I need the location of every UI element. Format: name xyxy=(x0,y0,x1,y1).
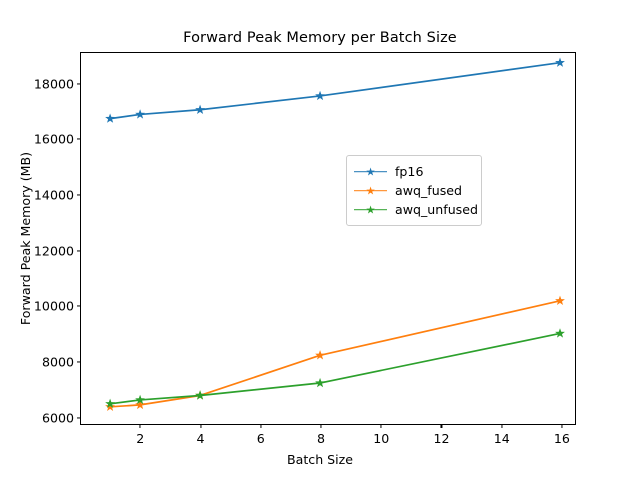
data-point-marker xyxy=(195,104,205,114)
chart-title: Forward Peak Memory per Batch Size xyxy=(183,30,457,46)
legend-line xyxy=(354,170,387,173)
legend-star-icon: ★ xyxy=(365,165,376,178)
legend-label: awq_fused xyxy=(395,183,463,198)
x-tick-label: 16 xyxy=(553,431,570,446)
y-tick-mark xyxy=(77,194,81,196)
y-tick-label: 10000 xyxy=(33,298,74,314)
y-tick-label: 18000 xyxy=(33,76,74,92)
legend-swatch: ★ xyxy=(354,184,387,198)
series-line xyxy=(109,61,561,120)
y-tick-label: 14000 xyxy=(33,187,74,203)
data-point-marker xyxy=(195,390,205,400)
data-point-marker xyxy=(105,398,116,408)
x-tick-label: 6 xyxy=(256,431,265,446)
series-line xyxy=(109,332,561,405)
legend-item-fp16[interactable]: ★ fp16 xyxy=(354,162,473,181)
x-tick-label: 14 xyxy=(493,431,510,446)
series-line xyxy=(109,299,561,408)
x-tick-mark xyxy=(139,424,141,428)
y-tick-mark xyxy=(77,250,81,252)
data-point-marker xyxy=(135,394,146,405)
x-tick-label: 8 xyxy=(317,431,326,446)
legend-line xyxy=(354,189,387,192)
legend-label: awq_unfused xyxy=(395,202,478,217)
series-fp16 xyxy=(105,57,565,123)
data-point-marker xyxy=(105,401,116,412)
x-tick-mark xyxy=(320,424,322,428)
y-tick-mark xyxy=(77,83,81,85)
legend-star-icon: ★ xyxy=(365,203,376,216)
y-tick-label: 8000 xyxy=(41,354,74,370)
y-tick-label: 6000 xyxy=(41,410,74,426)
legend-star-icon: ★ xyxy=(365,184,376,197)
series-awq_fused xyxy=(105,295,565,412)
plot-area: 6000 8000 10000 12000 14000 16000 18000 2 4 6 8 10 1… xyxy=(34,52,576,446)
y-tick-mark xyxy=(77,417,81,419)
y-tick-mark xyxy=(77,361,81,363)
data-point-marker xyxy=(555,57,565,67)
legend: ★ fp16 ★ awq_fused ★ awq_unfused xyxy=(346,155,482,226)
x-tick-mark xyxy=(440,424,443,428)
data-point-marker xyxy=(315,377,325,388)
data-point-marker xyxy=(555,328,565,338)
data-point-marker xyxy=(135,109,146,119)
x-tick-mark xyxy=(200,424,202,428)
x-tick-label: 12 xyxy=(433,431,450,446)
legend-line xyxy=(354,208,387,211)
legend-swatch: ★ xyxy=(354,203,387,217)
x-tick-mark xyxy=(561,424,563,428)
legend-item-awq_fused[interactable]: ★ awq_fused xyxy=(354,181,473,200)
x-tick-label: 2 xyxy=(136,431,145,446)
y-tick-label: 16000 xyxy=(33,131,74,147)
y-axis-label: Forward Peak Memory (MB) xyxy=(18,151,33,326)
x-tick-mark xyxy=(260,424,262,428)
x-tick-label: 4 xyxy=(196,431,205,446)
legend-label: fp16 xyxy=(395,164,424,179)
data-point-marker xyxy=(555,295,565,305)
data-point-marker xyxy=(315,350,325,360)
data-point-marker xyxy=(135,399,146,410)
y-tick-mark xyxy=(77,138,81,140)
data-point-marker xyxy=(315,90,325,101)
x-axis-label: Batch Size xyxy=(286,452,354,467)
legend-item-awq_unfused[interactable]: ★ awq_unfused xyxy=(354,200,478,219)
legend-swatch: ★ xyxy=(354,165,387,179)
x-tick-mark xyxy=(380,424,382,428)
y-tick-label: 12000 xyxy=(33,243,74,259)
x-tick-mark xyxy=(501,424,503,428)
y-tick-mark xyxy=(77,305,81,307)
data-point-marker xyxy=(105,113,116,123)
series-lines-layer xyxy=(105,57,565,412)
series-awq_unfused xyxy=(105,328,565,408)
x-tick-label: 10 xyxy=(373,431,390,446)
